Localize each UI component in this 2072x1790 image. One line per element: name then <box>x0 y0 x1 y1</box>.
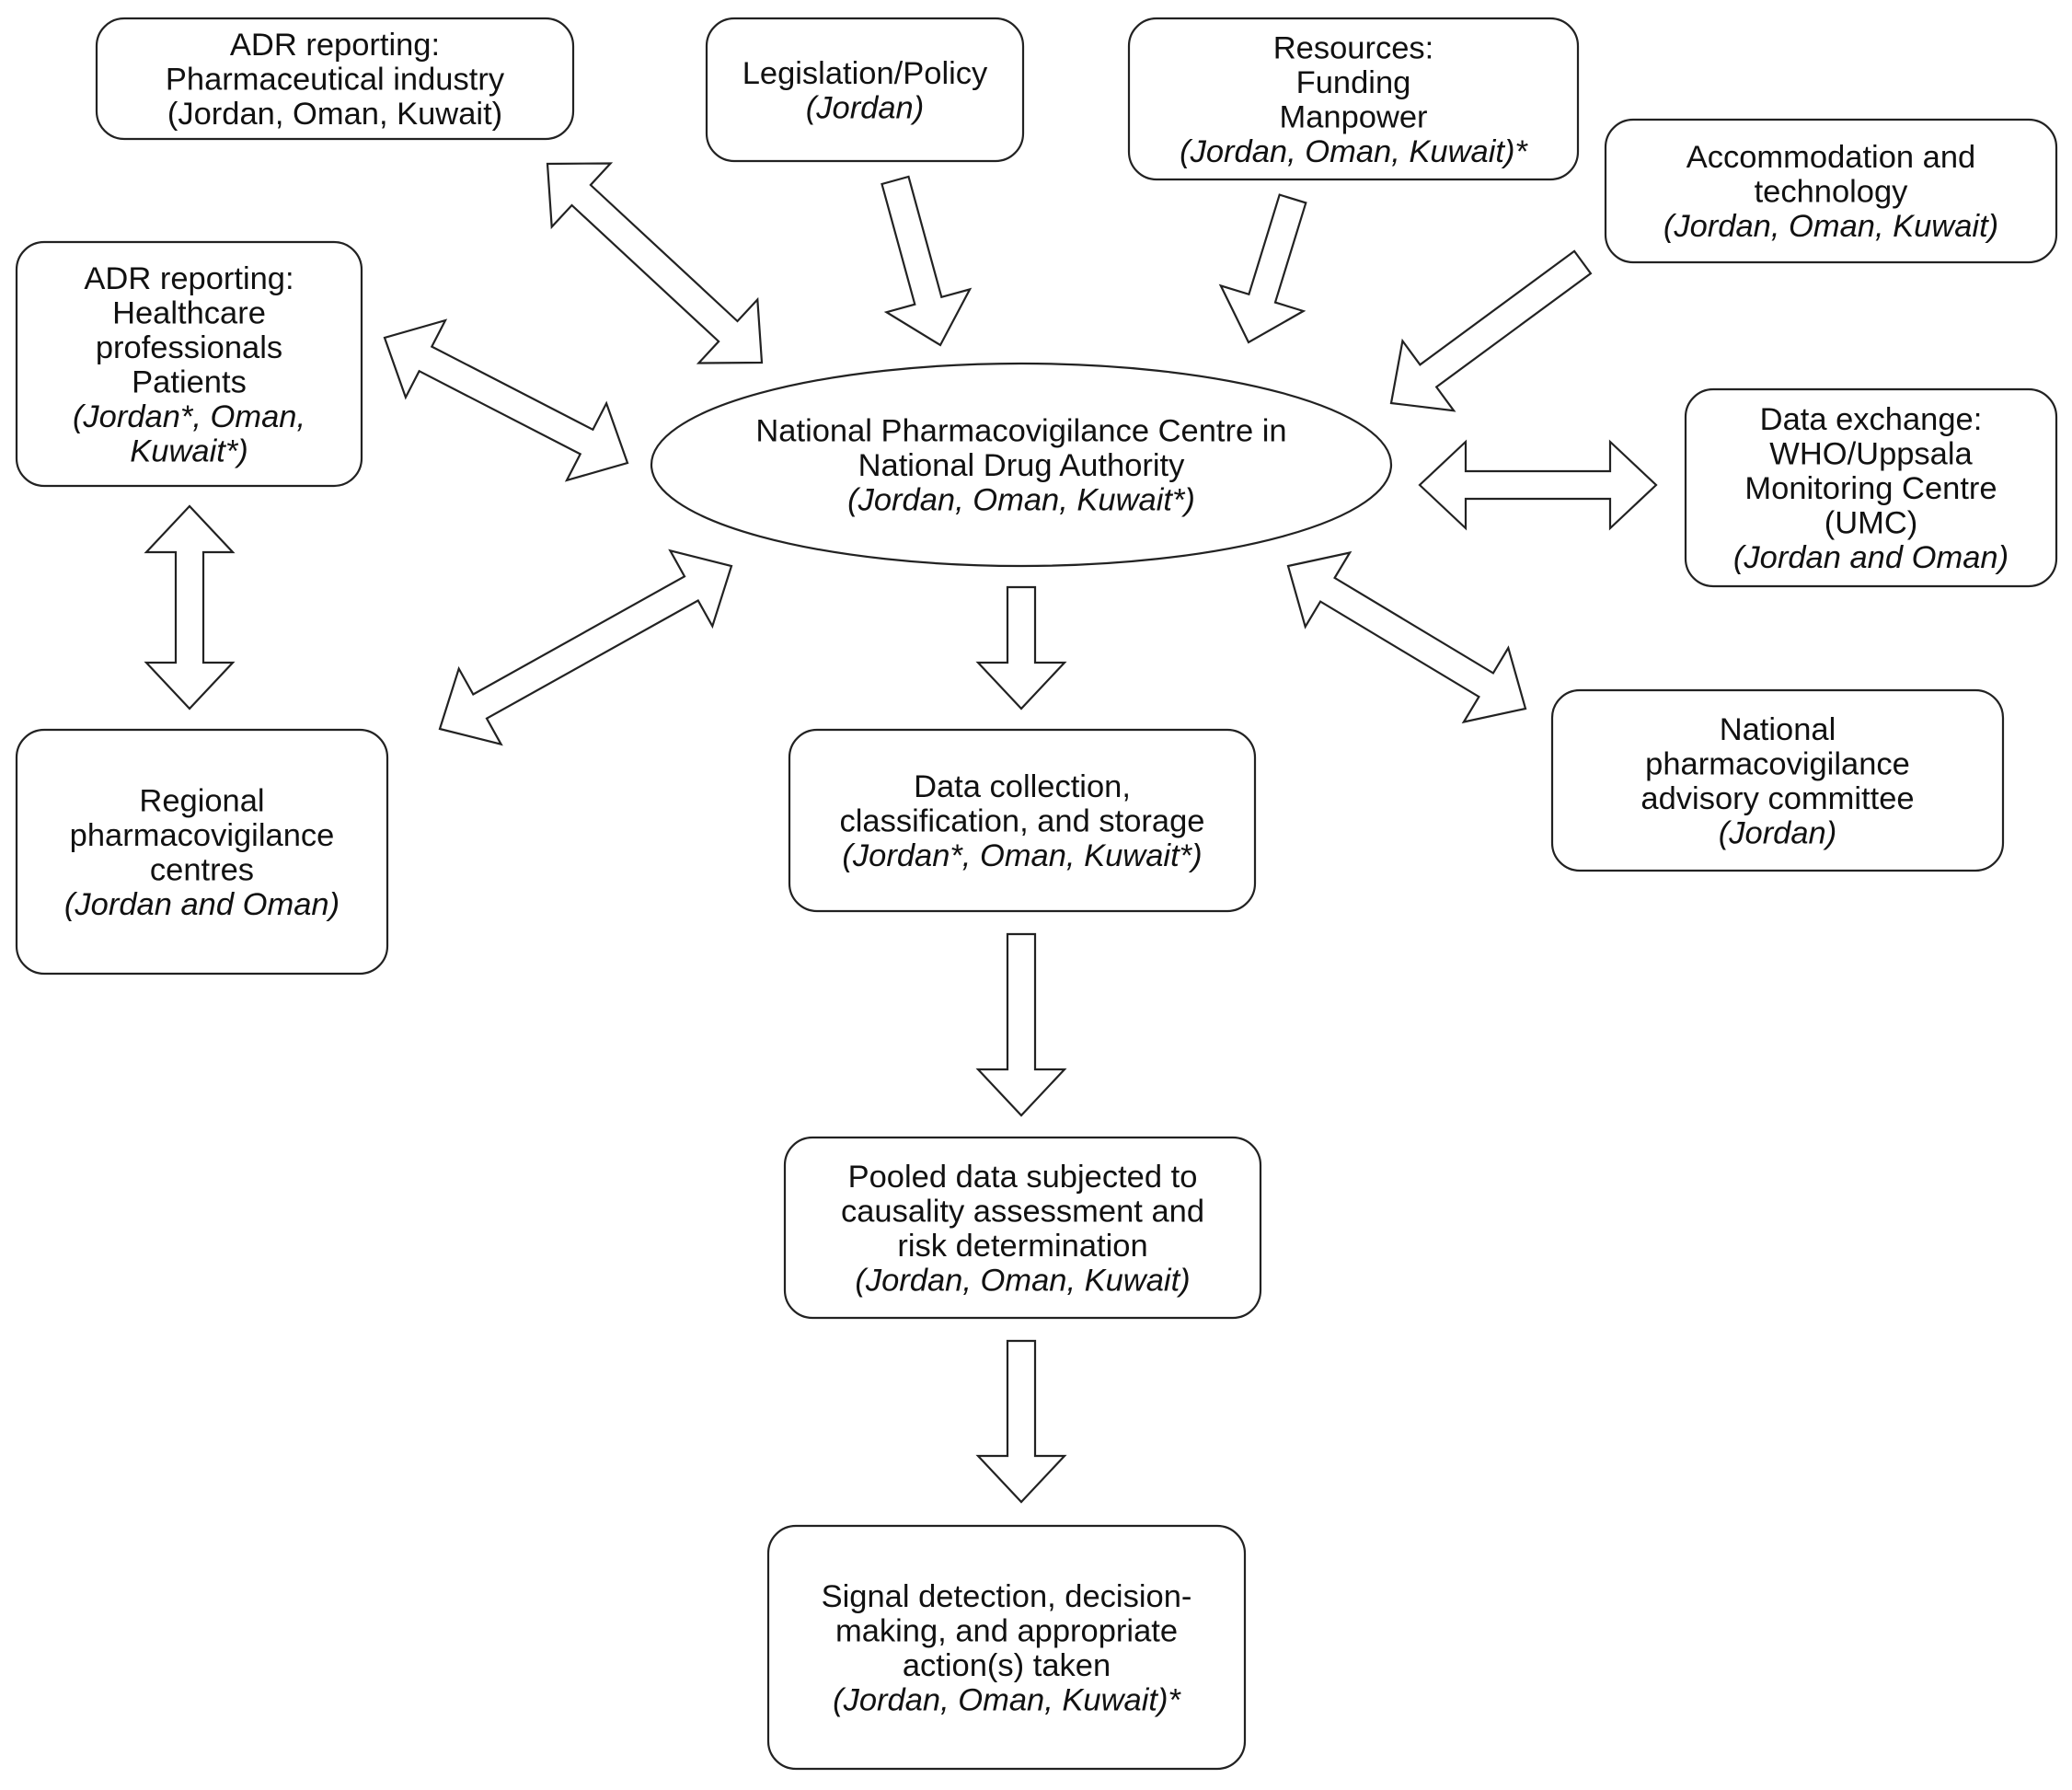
double-arrow-adr-industry-to-national-centre <box>546 162 764 364</box>
node-label-line: professionals <box>96 330 282 365</box>
node-shape-box <box>1550 688 2005 872</box>
nodes-layer: ADR reporting:Pharmaceutical industry(Jo… <box>15 17 2058 1771</box>
node-label-line: (Jordan and Oman) <box>1733 540 2009 575</box>
node-label-line: Kuwait*) <box>130 433 247 468</box>
node-label-line: Pooled data subjected to <box>848 1160 1198 1195</box>
node-label-line: (UMC) <box>1825 506 1918 541</box>
node-label-line: Funding <box>1296 65 1411 100</box>
node-shape-box <box>1684 387 2058 588</box>
node-label-line: WHO/Uppsala <box>1769 437 1973 472</box>
arrow-data-collection-to-pooled-data <box>975 932 1067 1117</box>
node-label-line: National Drug Authority <box>858 448 1186 483</box>
node-adr-industry: ADR reporting:Pharmaceutical industry(Jo… <box>95 17 575 141</box>
node-adr-healthcare: ADR reporting:HealthcareprofessionalsPat… <box>15 240 363 488</box>
node-label-line: Signal detection, decision- <box>822 1579 1192 1614</box>
arrow-accommodation-to-national-centre <box>1389 249 1593 412</box>
node-shape-box <box>705 17 1025 163</box>
node-regional-centres: Regionalpharmacovigilancecentres(Jordan … <box>15 728 389 976</box>
node-label-line: (Jordan, Oman, Kuwait) <box>855 1263 1190 1298</box>
node-label-line: Data collection, <box>914 769 1131 804</box>
node-label-line: ADR reporting: <box>230 28 440 63</box>
node-shape-box <box>766 1524 1247 1771</box>
node-shape-box <box>15 728 389 976</box>
node-signal-detection: Signal detection, decision-making, and a… <box>766 1524 1247 1771</box>
node-label-line: advisory committee <box>1640 781 1914 816</box>
node-shape-box <box>1604 118 2058 264</box>
node-label-line: Monitoring Centre <box>1744 471 1997 506</box>
node-label-line: Pharmaceutical industry <box>166 63 505 98</box>
node-legislation: Legislation/Policy(Jordan) <box>705 17 1025 163</box>
node-label-line: (Jordan and Oman) <box>64 887 340 922</box>
arrow-pooled-data-to-signal-detection <box>975 1339 1067 1504</box>
node-label-line: (Jordan*, Oman, Kuwait*) <box>842 838 1202 873</box>
arrow-national-centre-to-data-collection <box>975 585 1067 710</box>
node-label-line: Accommodation and <box>1686 140 1976 175</box>
node-shape-box <box>15 240 363 488</box>
node-label-line: (Jordan, Oman, Kuwait)* <box>1180 134 1528 169</box>
node-label-line: Resources: <box>1273 30 1434 65</box>
node-label-line: (Jordan, Oman, Kuwait) <box>167 97 502 132</box>
node-shape-ellipse <box>650 362 1393 568</box>
node-label-line: causality assessment and <box>841 1194 1204 1229</box>
node-label-line: pharmacovigilance <box>70 818 335 853</box>
node-label-line: classification, and storage <box>840 804 1205 839</box>
node-label-line: Regional <box>139 783 264 818</box>
node-label-line: Legislation/Policy <box>742 56 988 91</box>
node-shape-box <box>1127 17 1580 181</box>
node-label-line: Healthcare <box>112 295 266 330</box>
arrow-legislation-to-national-centre <box>881 175 973 347</box>
node-label-line: risk determination <box>897 1229 1147 1264</box>
node-label-line: (Jordan, Oman, Kuwait*) <box>847 483 1195 518</box>
node-label-line: centres <box>150 852 254 887</box>
double-arrow-adr-healthcare-to-regional-centres <box>144 504 236 710</box>
node-label-line: (Jordan*, Oman, <box>73 399 305 434</box>
double-arrow-regional-centres-to-national-centre <box>438 549 733 746</box>
node-label-line: Data exchange: <box>1760 402 1983 437</box>
double-arrow-national-centre-to-data-exchange <box>1418 439 1658 531</box>
arrow-resources-to-national-centre <box>1218 193 1307 344</box>
node-label-line: pharmacovigilance <box>1645 746 1910 781</box>
node-label-line: technology <box>1755 175 1909 210</box>
node-shape-box <box>783 1136 1262 1320</box>
node-label-line: National <box>1720 712 1836 747</box>
node-label-line: National Pharmacovigilance Centre in <box>755 414 1286 449</box>
node-label-line: making, and appropriate <box>835 1613 1178 1648</box>
node-shape-box <box>788 728 1257 913</box>
double-arrow-adr-healthcare-to-national-centre <box>383 318 629 482</box>
node-label-line: (Jordan, Oman, Kuwait)* <box>833 1682 1181 1717</box>
node-label-line: Patients <box>132 364 247 399</box>
node-label-line: action(s) taken <box>903 1648 1111 1683</box>
node-data-collection: Data collection,classification, and stor… <box>788 728 1257 913</box>
node-label-line: (Jordan) <box>1719 815 1836 850</box>
node-label-line: (Jordan, Oman, Kuwait) <box>1663 209 1998 244</box>
double-arrow-national-centre-to-advisory-committee <box>1286 550 1527 724</box>
node-label-line: ADR reporting: <box>84 261 294 296</box>
arrows-layer <box>144 162 1658 1504</box>
node-label-line: Manpower <box>1279 99 1427 134</box>
node-label-line: (Jordan) <box>806 90 924 125</box>
node-national-centre: National Pharmacovigilance Centre inNati… <box>650 362 1393 568</box>
node-shape-box <box>95 17 575 141</box>
